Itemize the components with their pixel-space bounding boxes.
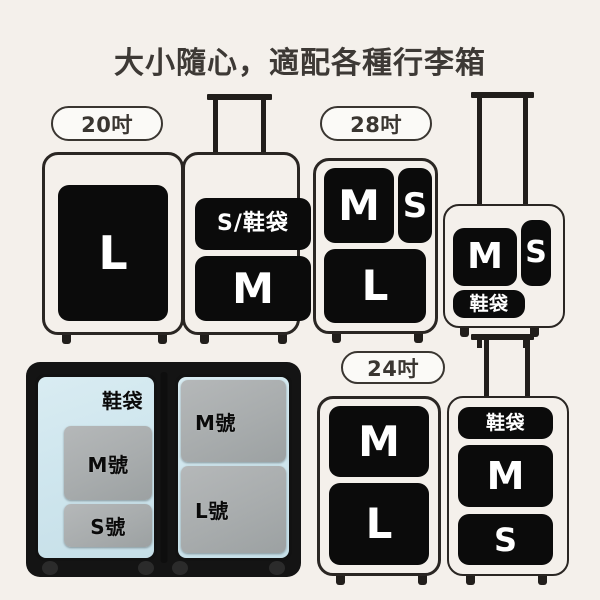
cube-28-side-M: M (453, 228, 517, 286)
cube-28-M: M (324, 168, 394, 243)
open-suitcase-photo: 鞋袋 M號 S號 M號 L號 (26, 362, 301, 577)
photo-compartment-left: 鞋袋 M號 S號 (35, 374, 157, 561)
photo-cube-M-right: M號 (181, 380, 286, 462)
photo-compartment-right: M號 L號 (175, 374, 292, 561)
cube-20-M-label: M (232, 263, 274, 313)
wheel-28-front-left (332, 332, 341, 343)
photo-wheel-2 (138, 561, 154, 575)
cube-24-L: L (329, 483, 429, 565)
cube-28-L: L (324, 249, 426, 323)
handle-20-side (207, 94, 272, 154)
handle-28-side (471, 92, 534, 208)
photo-cube-M: M號 (64, 426, 152, 500)
cube-24-side-S-label: S (493, 520, 518, 559)
photo-cube-S-label: S號 (90, 515, 126, 539)
wheel-24-front-left (336, 574, 345, 585)
cube-28-L-label: L (361, 261, 389, 310)
cube-24-side-S: S (458, 514, 553, 565)
suitcase-24-side: 鞋袋 M S (447, 396, 569, 576)
wheel-28-side-right (530, 326, 539, 337)
size-pill-24: 24吋 (341, 351, 445, 384)
wheel-20-side-right (278, 333, 287, 344)
handle-post-left-20 (213, 98, 218, 154)
handle-post-left-24 (484, 340, 489, 398)
photo-suitcase-hinge (160, 372, 167, 563)
wheel-20-side-left (200, 333, 209, 344)
cube-24-L-label: L (365, 499, 393, 548)
handle-post-right-20 (261, 98, 266, 154)
cube-24-side-shoebag: 鞋袋 (458, 407, 553, 439)
size-pill-20: 20吋 (51, 106, 163, 141)
cube-28-side-M-label: M (467, 236, 503, 277)
wheel-28-front-right (414, 332, 423, 343)
photo-cube-S: S號 (64, 504, 152, 547)
wheel-28-side-left (460, 326, 469, 337)
wheel-24-front-right (418, 574, 427, 585)
cube-24-side-shoebag-label: 鞋袋 (485, 411, 525, 434)
cube-20-L: L (58, 185, 168, 321)
suitcase-20-side: S/鞋袋 M (182, 152, 311, 335)
cube-20-S-shoebag: S/鞋袋 (195, 198, 311, 250)
wheel-20-front-right (158, 333, 167, 344)
photo-cube-shoebag-label: 鞋袋 (102, 389, 143, 413)
photo-cube-L-right-label: L號 (195, 499, 229, 523)
suitcase-20-front: L (42, 152, 184, 335)
cube-28-M-label: M (338, 180, 380, 230)
suitcase-24-front: M L (317, 396, 441, 576)
photo-wheel-1 (42, 561, 58, 575)
suitcase-28-side: M S 鞋袋 (443, 204, 565, 328)
cube-20-M: M (195, 256, 311, 321)
handle-bar-28 (471, 92, 534, 98)
photo-cube-shoebag: 鞋袋 (41, 379, 151, 431)
handle-stub-post-left-28 (477, 338, 482, 348)
handle-post-right-28 (523, 96, 528, 208)
cube-24-side-M: M (458, 445, 553, 507)
cube-20-S-shoebag-label: S/鞋袋 (217, 211, 289, 236)
size-pill-20-label: 20吋 (81, 112, 133, 137)
cube-28-side-S: S (521, 220, 551, 286)
suitcase-28-front: M S L (313, 158, 438, 334)
photo-cube-L-right: L號 (181, 466, 286, 553)
cube-24-M: M (329, 406, 429, 477)
handle-post-right-24 (525, 340, 530, 398)
photo-wheel-3 (172, 561, 188, 575)
cube-28-S: S (398, 168, 432, 243)
size-pill-24-label: 24吋 (367, 356, 419, 381)
size-pill-28: 28吋 (320, 106, 432, 141)
handle-bar-20 (207, 94, 272, 100)
cube-28-side-shoebag-label: 鞋袋 (469, 292, 509, 315)
cube-24-M-label: M (358, 416, 400, 466)
photo-wheel-4 (269, 561, 285, 575)
handle-post-left-28 (477, 96, 482, 208)
photo-cube-M-label: M號 (87, 452, 129, 477)
cube-28-side-shoebag: 鞋袋 (453, 290, 525, 318)
wheel-20-front-left (62, 333, 71, 344)
photo-cube-M-right-label: M號 (195, 410, 236, 435)
size-pill-28-label: 28吋 (350, 112, 402, 137)
handle-stub-bar-28 (471, 334, 534, 340)
page-title: 大小隨心，適配各種行李箱 (114, 46, 486, 81)
cube-28-side-S-label: S (525, 235, 547, 270)
cube-24-side-M-label: M (486, 454, 525, 498)
cube-28-S-label: S (402, 185, 428, 226)
wheel-24-side-left (466, 574, 475, 585)
handle-24-side (478, 340, 536, 398)
cube-20-L-label: L (98, 226, 128, 280)
wheel-24-side-right (538, 574, 547, 585)
